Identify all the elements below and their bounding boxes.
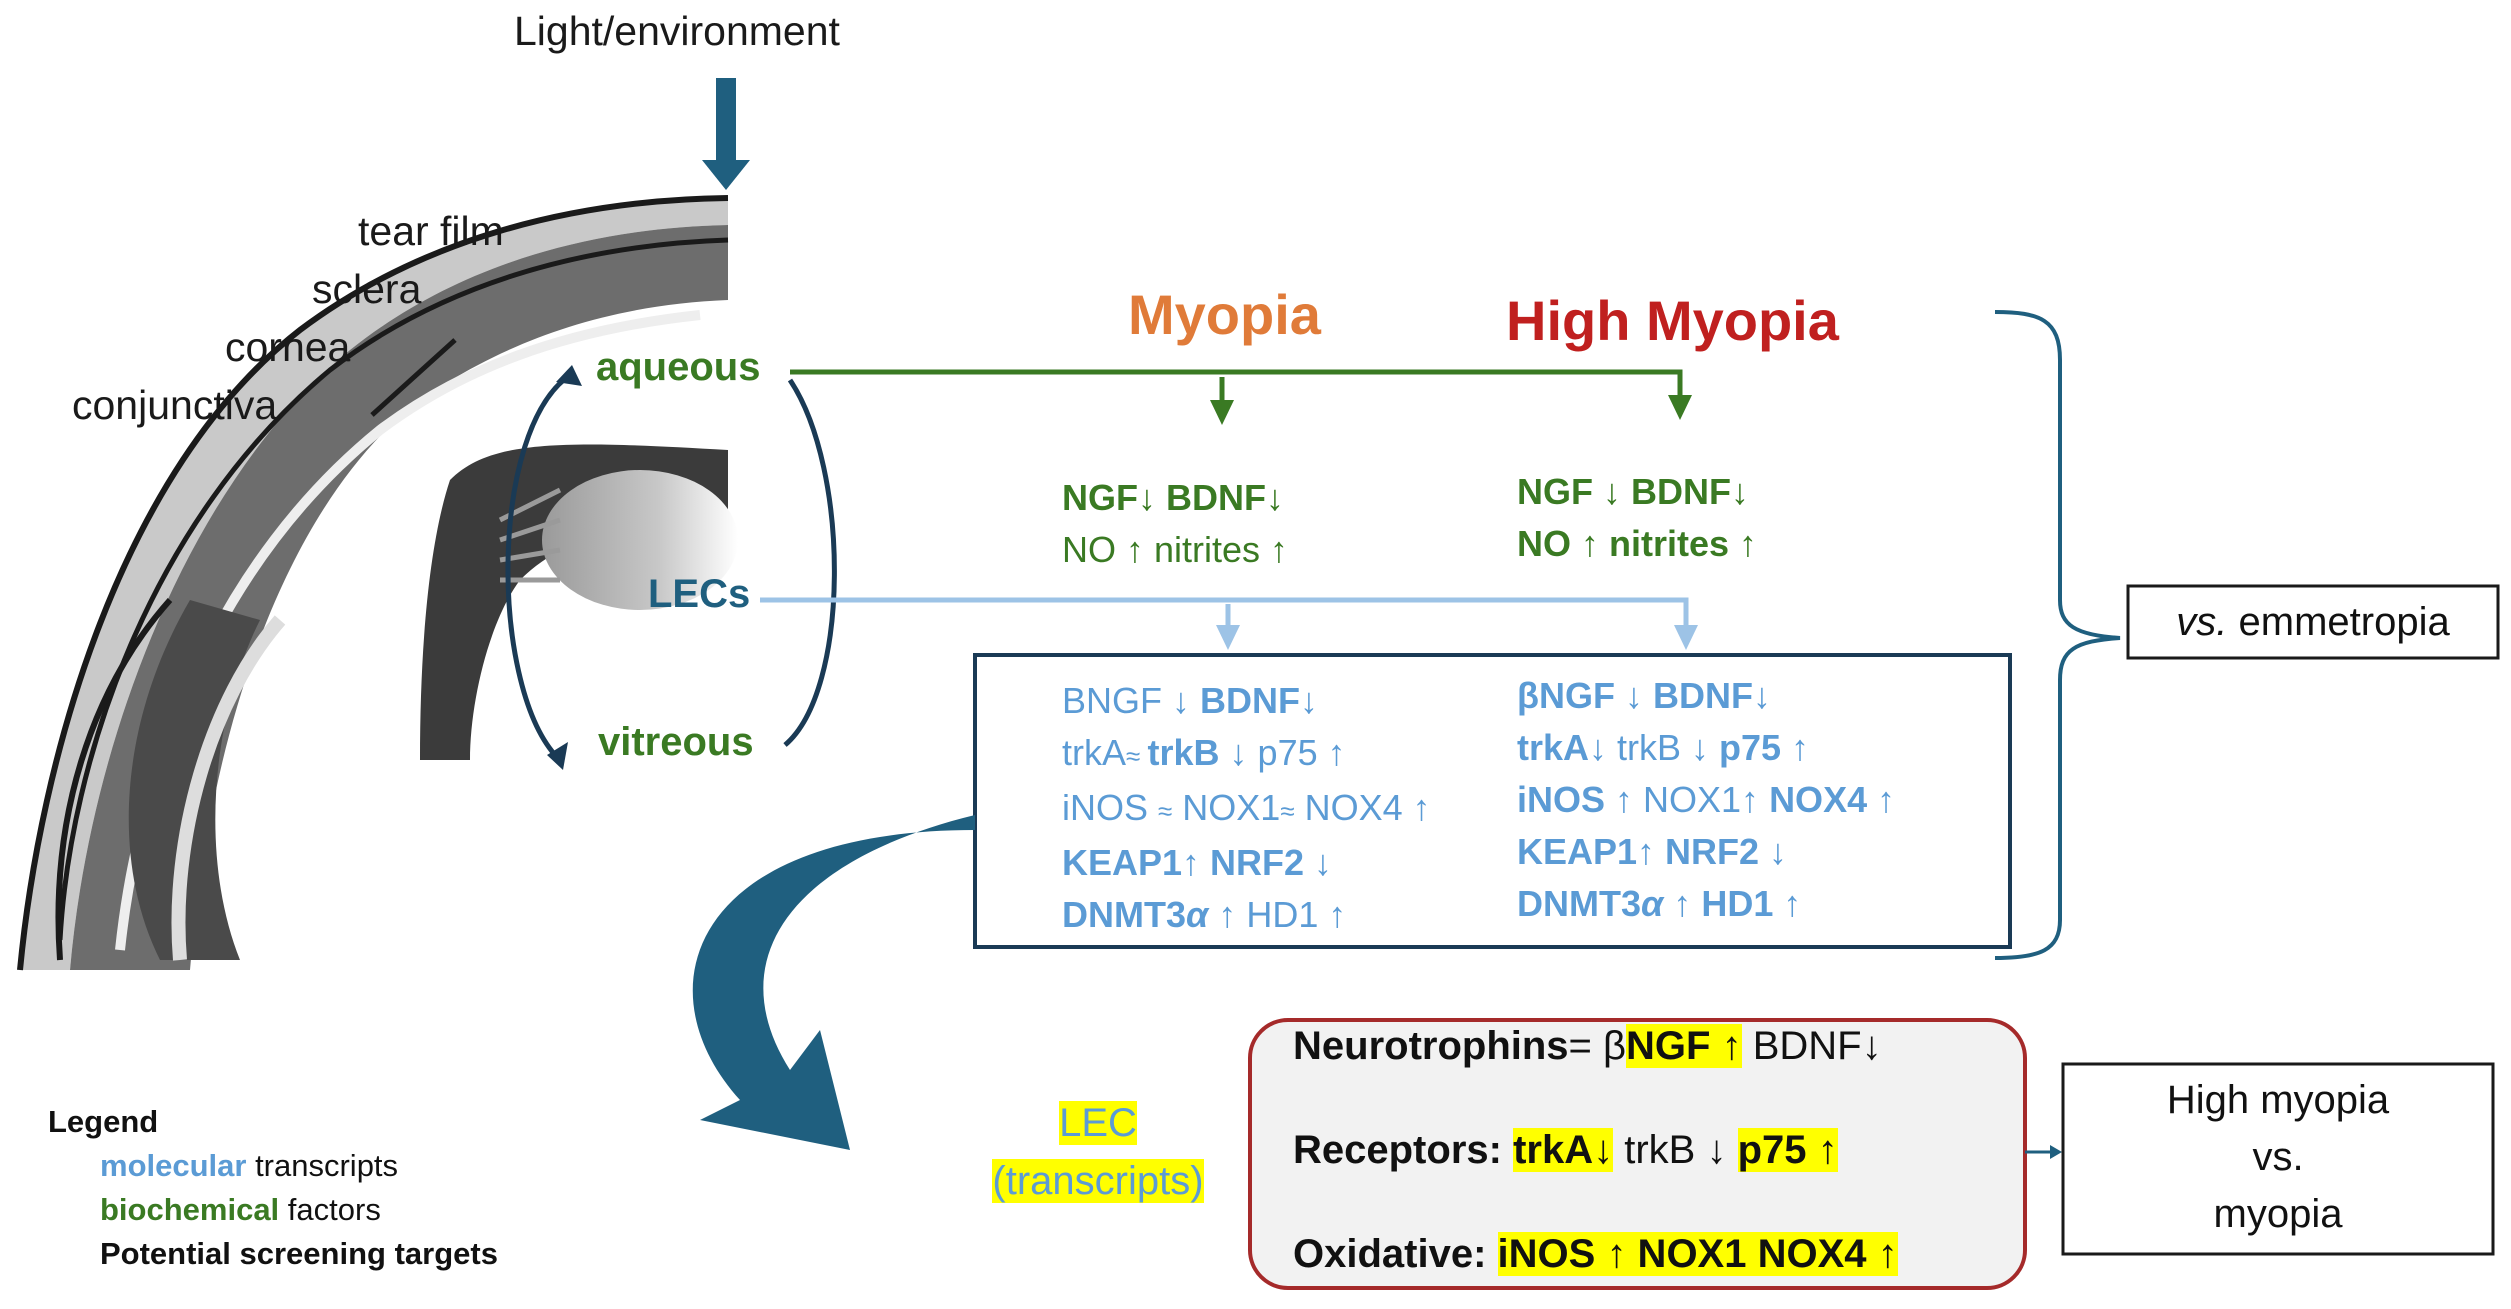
hd1-value: ↑ HD1 ↑ — [1663, 883, 1802, 924]
nox1-value: NOX1↑ — [1633, 779, 1770, 820]
trka-trend: ↓ — [1589, 727, 1608, 768]
bdnf-value: BDNF — [1200, 680, 1300, 721]
tear-film-label: tear film — [358, 208, 504, 254]
emmetropia-box — [2126, 584, 2500, 660]
bdnf-value: BDNF — [1166, 477, 1266, 518]
keap1-nrf2-value: KEAP1↑ NRF2 ↓ — [1517, 831, 1788, 872]
high-myopia-molecular-transcripts: βNGF ↓ BDNF↓ trkA↓ trkB ↓ p75 ↑ iNOS ↑ N… — [1517, 670, 1895, 930]
bdnf-trend: ↓ — [1266, 477, 1284, 518]
lec-transcripts-label: LEC (transcripts) — [972, 1094, 1224, 1210]
lecs-label: LECs — [648, 572, 751, 616]
bngf-bdnf-value: βNGF ↓ BDNF — [1517, 675, 1753, 716]
ngf-bdnf-value: NGF ↓ BDNF — [1517, 471, 1731, 512]
bdnf-trend: ↓ — [1752, 675, 1771, 716]
aqueous-label: aqueous — [596, 345, 761, 389]
no-nitrites-value: NO ↑ nitrites ↑ — [1517, 523, 1758, 564]
nox1-trend: ≈ — [1280, 796, 1295, 826]
keap1-nrf2-value: KEAP1↑ NRF2 ↓ — [1062, 842, 1333, 883]
myopia-header: Myopia — [1128, 283, 1321, 346]
legend-biochemical: biochemical factors — [100, 1192, 381, 1227]
curly-bracket — [1994, 310, 2121, 960]
eye-cross-section — [17, 195, 738, 971]
light-environment-label: Light/environment — [514, 8, 840, 54]
lec-text: LEC — [1059, 1101, 1137, 1145]
p75-value: p75 ↑ — [1719, 727, 1810, 768]
hd1-value: HD1 ↑ — [1236, 894, 1347, 935]
dnmt3-value: DNMT3 — [1517, 883, 1641, 924]
cornea-label: cornea — [225, 324, 351, 370]
aqueous-vitreous-cycle-arrow — [505, 372, 837, 757]
vs-italic: vs. — [2176, 600, 2228, 644]
nox1-value: NOX1 — [1172, 787, 1281, 828]
aqueous-connector — [790, 369, 1692, 425]
oxidative-row: Oxidative: iNOS ↑ NOX1 NOX4 ↑ — [1293, 1232, 1898, 1276]
sclera-label: sclera — [312, 266, 422, 312]
bngf-value: BNGF ↓ — [1062, 680, 1201, 721]
inos-trend: ≈ — [1158, 796, 1173, 826]
myopia-biochemical-factors: NGF↓ BDNF↓ NO ↑ nitrites ↑ — [1062, 472, 1288, 576]
ngf-value: NGF — [1062, 477, 1138, 518]
myopia-text: myopia — [2213, 1192, 2343, 1236]
vs-emmetropia-label: vs. emmetropia — [2128, 586, 2498, 658]
inos-value: iNOS — [1062, 787, 1159, 828]
conjunctiva-label: conjunctiva — [72, 382, 278, 428]
trka-trend: ≈ — [1126, 741, 1148, 771]
targets-box — [1248, 1018, 2027, 1290]
high-myopia-vs-myopia-label: High myopia vs. myopia — [2063, 1072, 2493, 1243]
bdnf-trend: ↓ — [1730, 471, 1749, 512]
nox4-value: NOX4 ↑ — [1294, 787, 1431, 828]
legend-molecular: molecular transcripts — [100, 1148, 399, 1183]
trka-value: trkA — [1062, 732, 1127, 773]
screening-targets-list: Neurotrophins= βNGF ↑ BDNF↓ Receptors: t… — [1293, 994, 1898, 1306]
transcripts-text: (transcripts) — [992, 1159, 1204, 1203]
high-myopia-text: High myopia — [2166, 1078, 2390, 1122]
dnmt3-alpha-trend: α ↑ — [1186, 894, 1237, 935]
p75-value: p75 ↑ — [1247, 732, 1346, 773]
lec-connector — [760, 597, 1698, 650]
comparison-box — [2061, 1062, 2495, 1256]
vs-text: vs. — [2252, 1135, 2304, 1179]
trkb-value: trkB ↓ — [1147, 732, 1248, 773]
nox4-value: NOX4 ↑ — [1769, 779, 1896, 820]
trkb-value: trkB ↓ — [1607, 727, 1720, 768]
no-nitrites-value: NO ↑ nitrites ↑ — [1062, 529, 1289, 570]
ngf-trend: ↓ — [1138, 477, 1167, 518]
high-myopia-header: High Myopia — [1506, 289, 1839, 352]
high-myopia-biochemical-factors: NGF ↓ BDNF↓ NO ↑ nitrites ↑ — [1517, 466, 1757, 570]
dnmt3-alpha: α — [1641, 883, 1664, 924]
receptors-row: Receptors: trkA↓ trkB ↓ p75 ↑ — [1293, 1128, 1838, 1172]
legend-title: Legend — [48, 1104, 159, 1139]
myopia-molecular-transcripts: BNGF ↓ BDNF↓ trkA≈ trkB ↓ p75 ↑ iNOS ≈ N… — [1062, 675, 1431, 941]
vitreous-label: vitreous — [598, 720, 754, 764]
bdnf-trend: ↓ — [1300, 680, 1318, 721]
trka-value: trkA — [1517, 727, 1590, 768]
molecular-box — [973, 653, 2012, 949]
neurotrophins-row: Neurotrophins= βNGF ↑ BDNF↓ — [1293, 1024, 1882, 1068]
dnmt3-value: DNMT3 — [1062, 894, 1186, 935]
emmetropia-text: emmetropia — [2227, 600, 2450, 644]
light-arrow — [702, 78, 750, 190]
legend: Legend molecular transcripts biochemical… — [48, 1100, 498, 1276]
inos-value: iNOS ↑ — [1517, 779, 1634, 820]
lec-curved-arrow — [692, 815, 975, 1150]
legend-targets: Potential screening targets — [100, 1236, 498, 1271]
